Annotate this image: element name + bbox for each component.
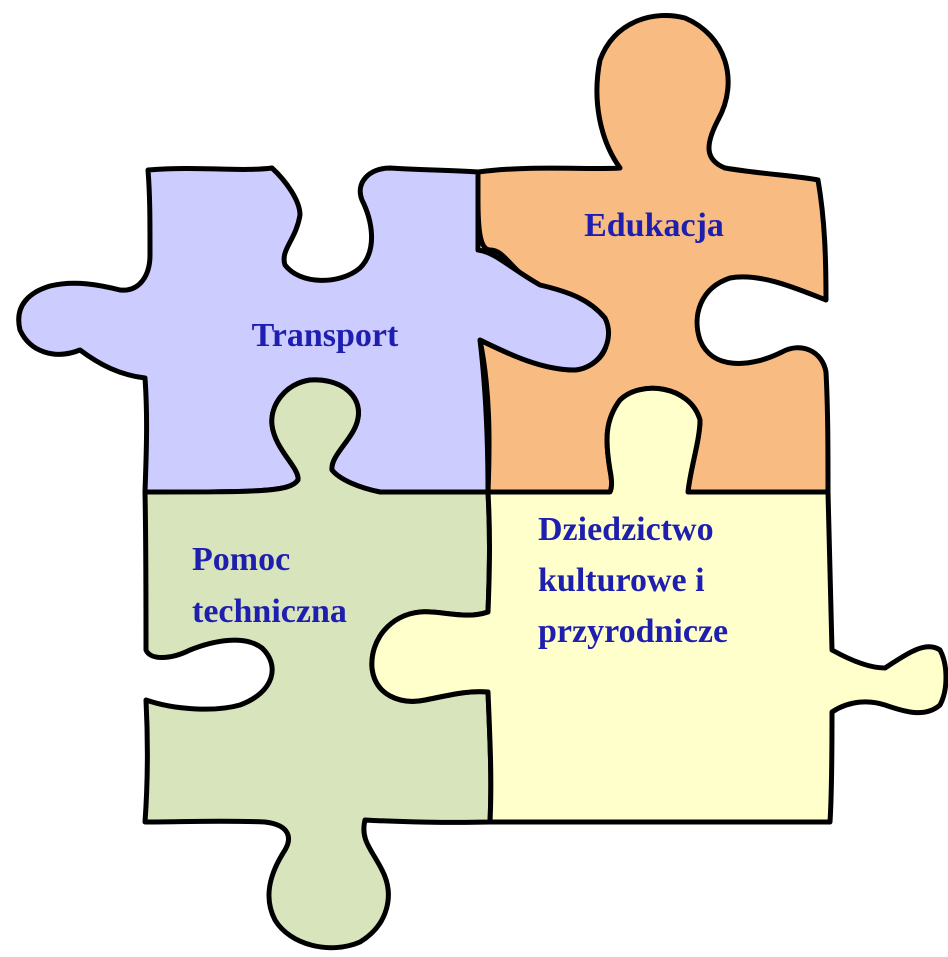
piece-label-dziedzictwo-line-1: Dziedzictwo bbox=[538, 511, 714, 548]
puzzle-piece-dziedzictwo bbox=[369, 385, 948, 825]
piece-label-dziedzictwo: Dziedzictwo kulturowe i przyrodnicze bbox=[538, 511, 728, 650]
piece-label-transport: Transport bbox=[252, 317, 399, 354]
puzzle-piece-pomoc bbox=[142, 377, 494, 951]
piece-label-dziedzictwo-line-3: przyrodnicze bbox=[538, 613, 728, 650]
piece-label-pomoc-line-2: techniczna bbox=[192, 593, 347, 630]
piece-label-edukacja-line: Edukacja bbox=[584, 207, 724, 244]
piece-label-dziedzictwo-line-2: kulturowe i bbox=[538, 562, 705, 599]
piece-label-transport-line: Transport bbox=[252, 317, 399, 354]
piece-label-pomoc: Pomoc techniczna bbox=[192, 541, 347, 630]
piece-label-edukacja: Edukacja bbox=[584, 207, 724, 244]
piece-label-pomoc-line-1: Pomoc bbox=[192, 541, 290, 578]
